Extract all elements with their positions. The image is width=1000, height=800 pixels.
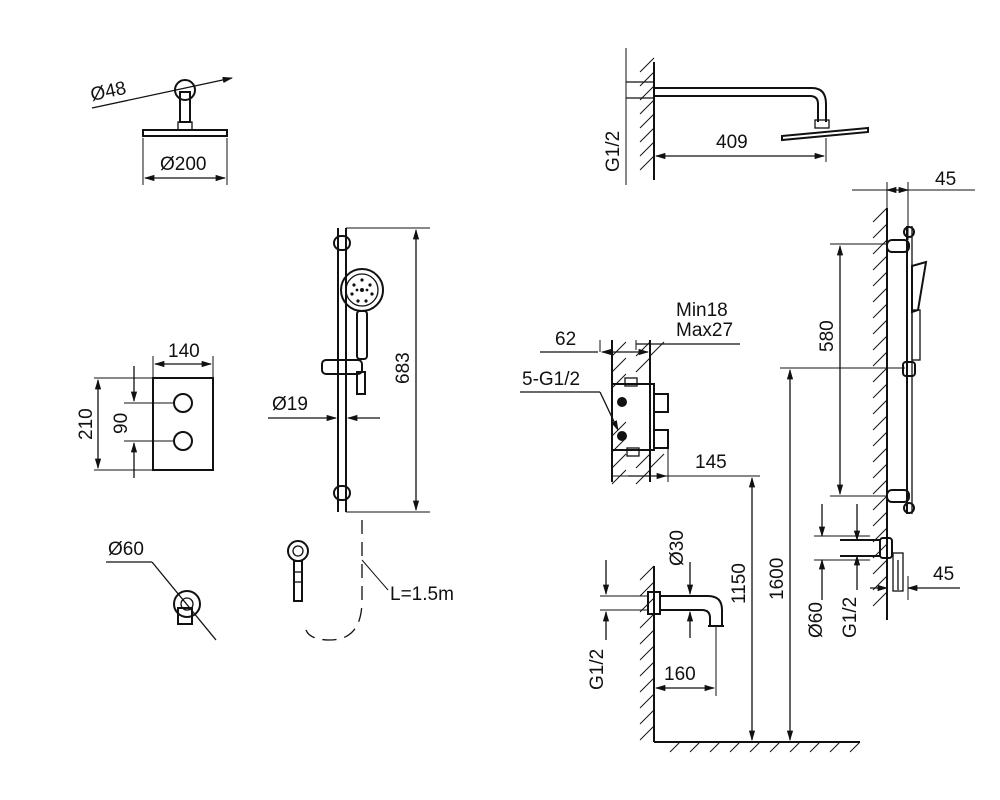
label-elbow-dia: Ø60: [108, 539, 144, 560]
label-wall-offset-bottom: 45: [933, 564, 954, 585]
hose: [305, 520, 363, 641]
label-wall-min: Min18: [676, 300, 728, 321]
label-spout-dia: Ø30: [667, 530, 688, 566]
label-head-dia: Ø200: [160, 154, 206, 175]
label-rail-length: 683: [393, 352, 414, 384]
label-spout-length: 160: [664, 664, 696, 685]
arm-neck: [179, 91, 191, 123]
arm-flange: [174, 79, 196, 101]
slider: [321, 359, 363, 375]
hand-shower-handle: [911, 309, 921, 361]
rail-top-cap: [333, 235, 351, 251]
rail-bottom-bracket: [886, 489, 910, 503]
leader-valve-ports: [599, 391, 619, 431]
hose-outlet: [892, 552, 904, 592]
shower-arm: [654, 87, 827, 122]
elbow-outlet: [177, 607, 193, 625]
label-valve-protrusion: 145: [695, 452, 727, 473]
label-valve-ports: 5-G1/2: [522, 369, 580, 390]
valve-port-1: [617, 397, 627, 407]
dimension-line-elbow-dia: [151, 561, 217, 641]
valve-plate-front-view: 210 90 140: [76, 341, 214, 478]
shower-head-side: [781, 126, 869, 142]
rail-top-bracket: [886, 239, 910, 253]
spray-nozzles: [350, 278, 374, 303]
rail-front-view: 683 Ø19 L=1.5m: [268, 227, 454, 641]
label-arm-thread: G1/2: [603, 131, 624, 172]
valve-body: [611, 383, 655, 451]
label-handle-spacing: 90: [111, 413, 132, 434]
label-rail-spacing: 580: [817, 320, 838, 352]
label-valve-depth: 62: [555, 329, 576, 350]
handle-top: [173, 393, 193, 413]
valve-cover-plate: [152, 377, 214, 471]
handle-bottom: [173, 431, 193, 451]
arm-head-joint: [814, 119, 830, 129]
label-elbow-dia-side: Ø60: [806, 602, 827, 638]
label-arm-length: 409: [716, 132, 748, 153]
dimension-line-head-arm: [91, 76, 234, 109]
head-connector: [177, 121, 193, 131]
label-spout-thread: G1/2: [587, 649, 608, 690]
hose-connector-front: [356, 371, 366, 395]
wall-elbow-front-view: Ø60: [106, 539, 217, 641]
spout-flange: [647, 591, 661, 615]
label-plate-height: 210: [76, 408, 97, 440]
rail-side-view: 45 580: [806, 169, 975, 638]
valve-spindle-top: [653, 393, 669, 413]
wall-arm-side-view: 409 G1/2: [603, 48, 869, 185]
valve-spindle-bottom: [653, 429, 669, 449]
elbow-flange: [173, 590, 201, 618]
shower-head-top-view: Ø48 Ø200: [89, 76, 234, 185]
label-head-height: 1600: [767, 558, 788, 600]
wall-elbow-side: [840, 539, 881, 557]
hose-wall-connector: [287, 540, 309, 562]
label-hose-length: L=1.5m: [390, 584, 454, 605]
slider-holder: [902, 361, 916, 377]
hand-shower-handle-front: [356, 310, 368, 360]
hand-shower-side: [911, 260, 928, 314]
shower-head-plate: [142, 129, 228, 137]
label-wall-offset-top: 45: [935, 169, 956, 190]
label-plate-width: 140: [168, 341, 200, 362]
label-elbow-thread-side: G1/2: [840, 597, 861, 638]
label-spout-height: 1150: [729, 563, 750, 604]
hose-end: [293, 560, 303, 602]
spout-body: [660, 595, 723, 626]
label-rail-dia: Ø19: [272, 394, 308, 415]
rail-bottom-cap: [333, 485, 351, 501]
label-wall-max: Max27: [676, 320, 733, 341]
bath-spout-side-view: G1/2 Ø30 160 1150 1600: [587, 367, 905, 753]
valve-port-2: [617, 431, 627, 441]
concealed-valve-section: 62 Min18 Max27 5-G1/2 145: [520, 300, 760, 485]
